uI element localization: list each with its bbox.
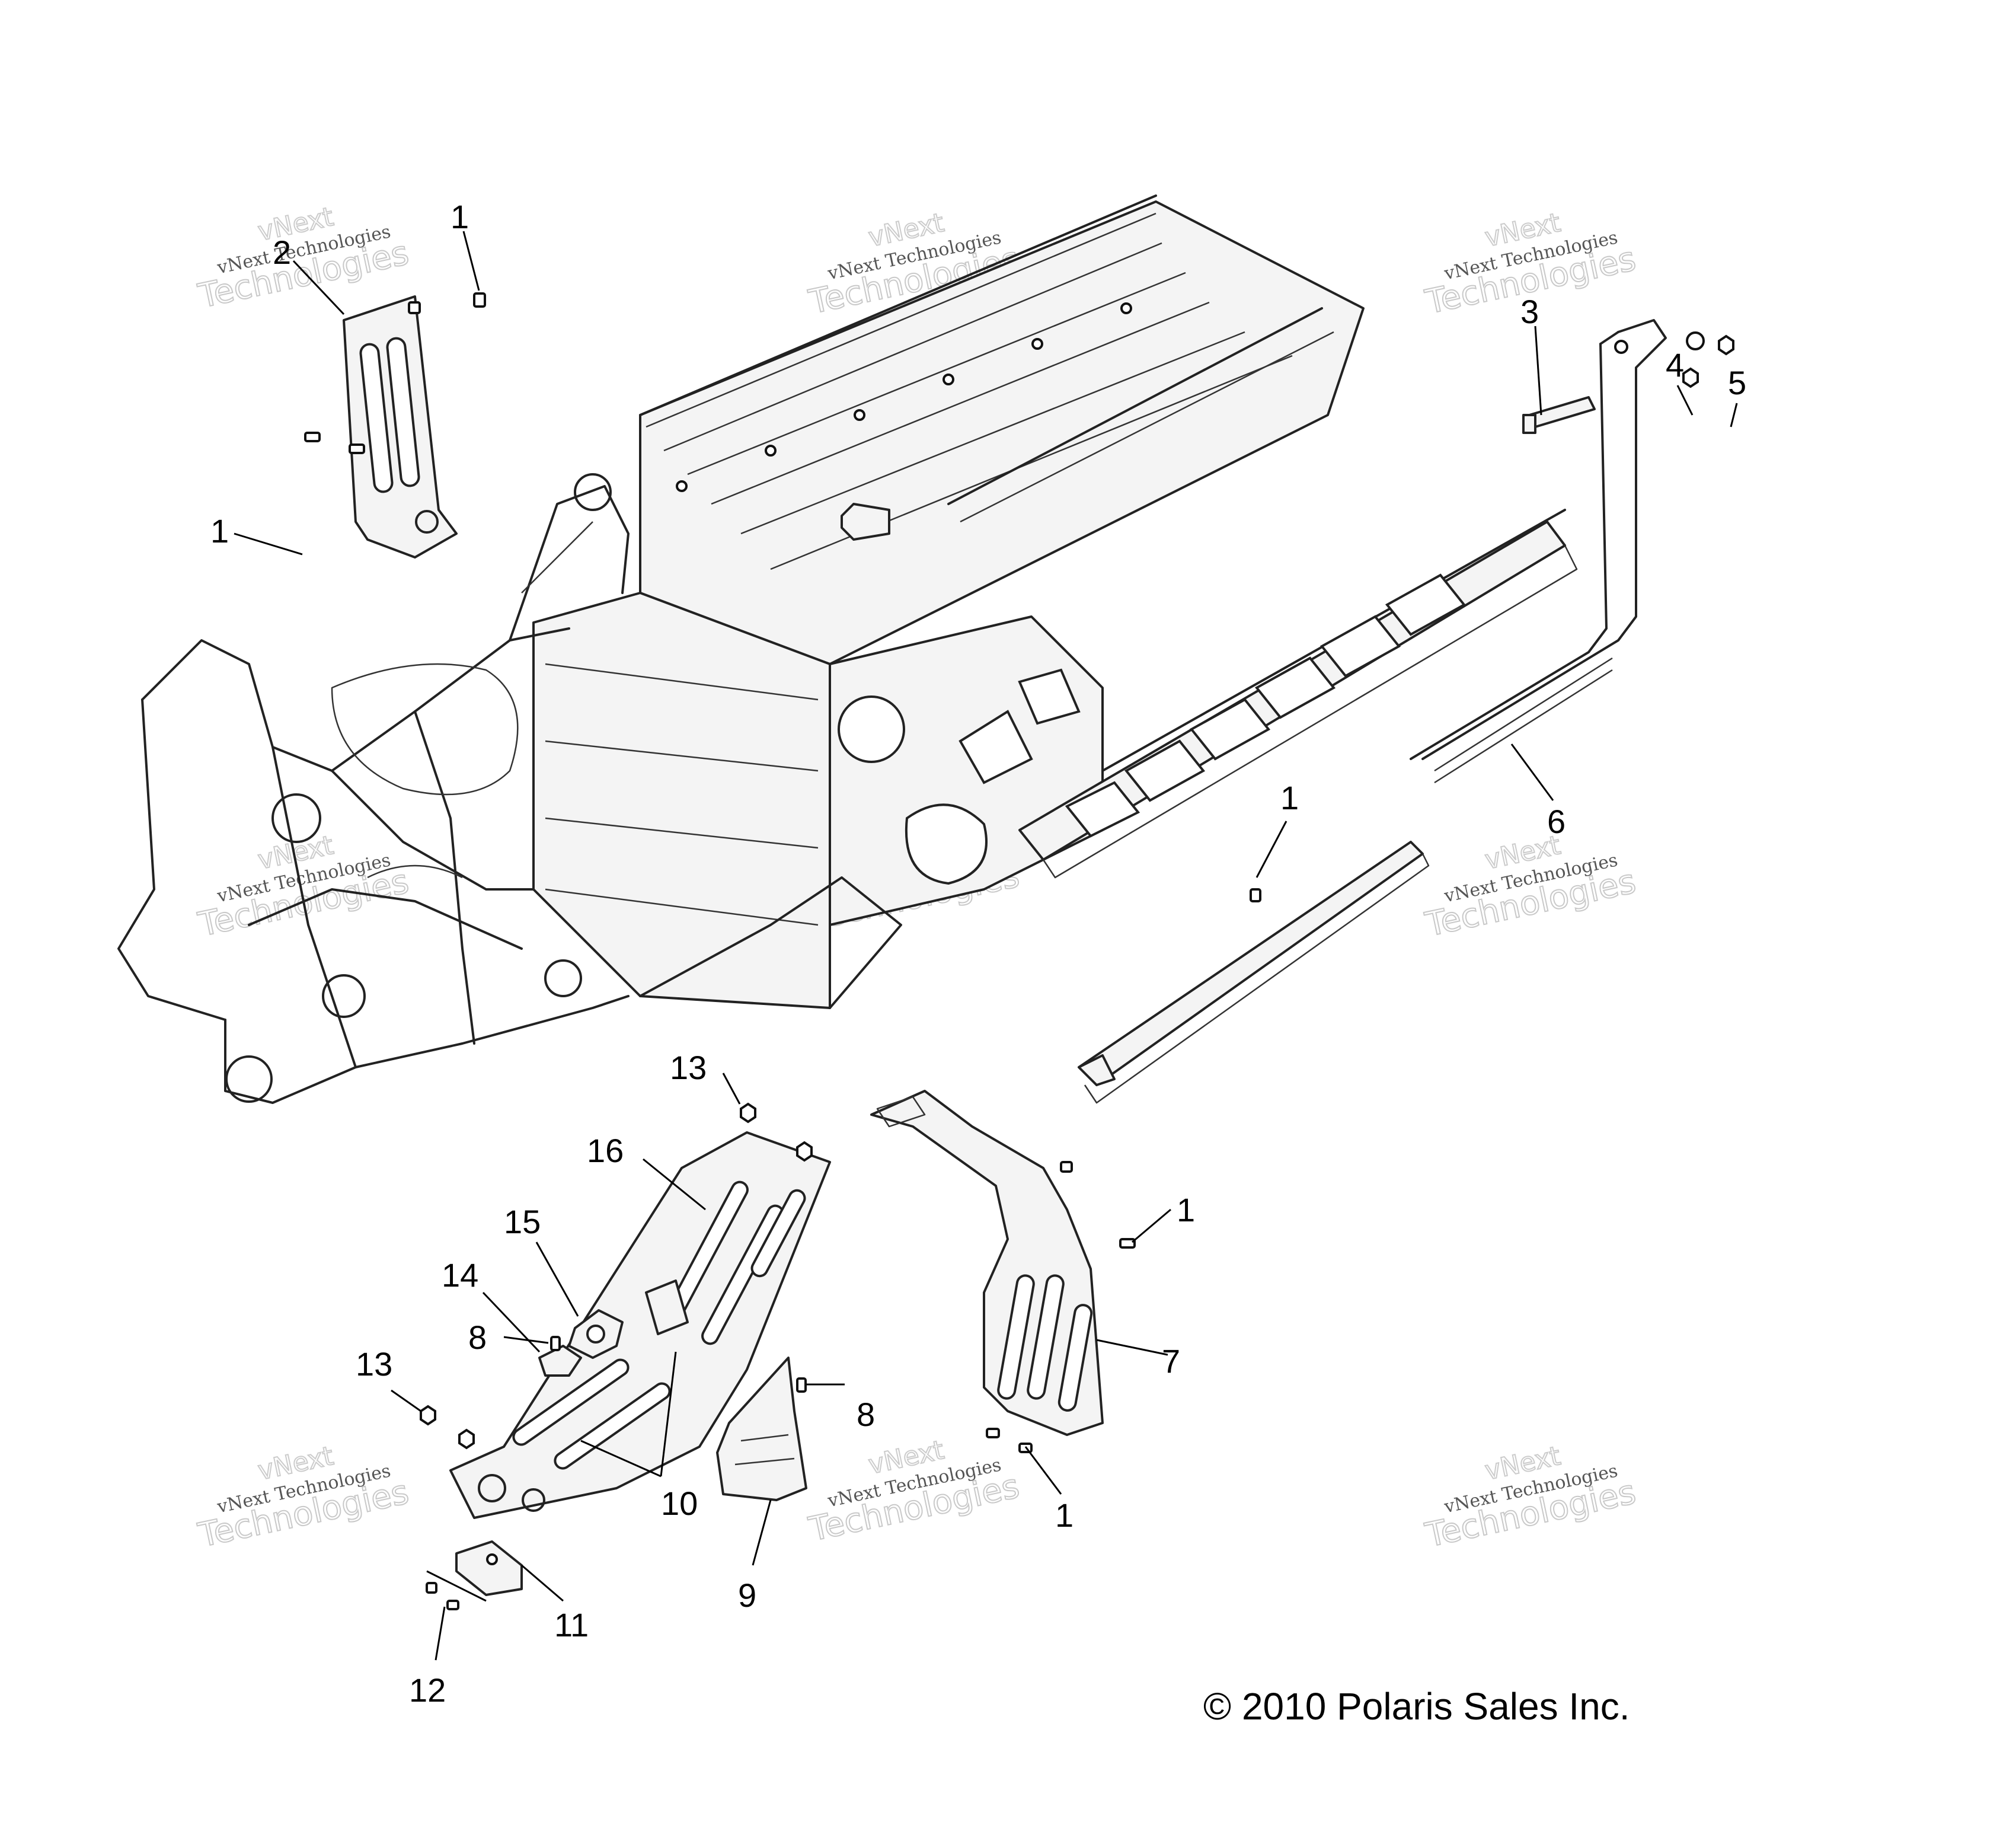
callout-12: 12: [409, 1671, 446, 1709]
callout-8-right: 8: [857, 1396, 875, 1433]
callout-1-left: 1: [210, 512, 229, 550]
part-16-skid-plate: [449, 1131, 831, 1519]
callout-3: 3: [1520, 293, 1539, 330]
chassis-frame: [117, 194, 1578, 1104]
leader-lines: [234, 231, 1738, 1661]
callout-10: 10: [661, 1485, 698, 1522]
callout-13-top: 13: [670, 1049, 707, 1086]
part-7-shield: [870, 1090, 1104, 1436]
callout-1-right-bottom: 1: [1055, 1496, 1074, 1534]
watermark: vNext vNext Technologies Technologies: [1421, 1440, 1640, 1556]
callout-labels: 1 2 1 1 3 4 5 6 1 13 16 15 14 8 13 8 10 …: [210, 198, 1746, 1709]
callout-4: 4: [1666, 346, 1684, 384]
watermark: vNext vNext Technologies Technologies: [1421, 829, 1640, 945]
callout-9: 9: [738, 1577, 756, 1614]
part-6-rear-bumper: [1410, 319, 1667, 784]
copyright-notice: © 2010 Polaris Sales Inc.: [1203, 1685, 1630, 1728]
callout-16: 16: [587, 1132, 624, 1169]
callout-1-top: 1: [451, 198, 469, 235]
part-15-bracket: [568, 1309, 624, 1359]
part-9-bracket: [716, 1357, 807, 1501]
callout-1-mid: 1: [1280, 779, 1299, 816]
callout-15: 15: [504, 1203, 541, 1240]
callout-11: 11: [554, 1606, 589, 1644]
runner-rail: [1078, 841, 1430, 1104]
watermark: vNext vNext Technologies Technologies: [194, 1440, 413, 1556]
watermark: vNext vNext Technologies Technologies: [194, 201, 413, 317]
callout-5: 5: [1728, 364, 1746, 401]
callout-13-left: 13: [356, 1345, 392, 1383]
hardware: [304, 292, 1734, 1610]
callout-7: 7: [1162, 1342, 1180, 1380]
callout-2: 2: [273, 234, 291, 271]
part-11-bracket: [455, 1540, 523, 1596]
watermark: vNext vNext Technologies Technologies: [805, 1434, 1023, 1550]
callout-14: 14: [442, 1256, 478, 1294]
callout-8-left: 8: [468, 1319, 487, 1356]
part-2-shield: [343, 295, 458, 559]
part-3-pin: [1522, 396, 1596, 434]
callout-6: 6: [1547, 803, 1565, 840]
callout-1-right-top: 1: [1177, 1191, 1195, 1229]
